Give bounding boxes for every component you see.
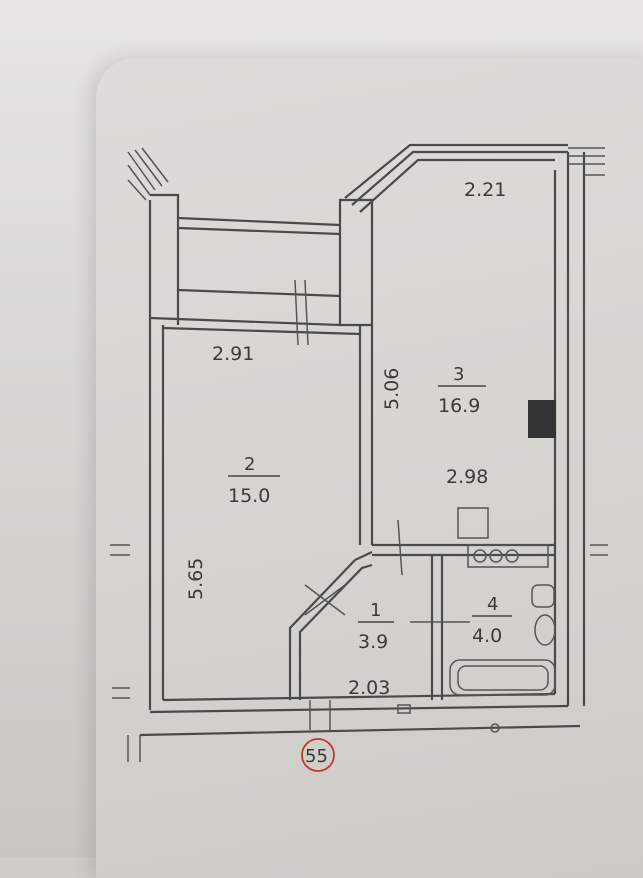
top-right-wall-3 [359, 158, 555, 213]
room-3-area: 16.9 [438, 395, 480, 417]
bottom-base-line [139, 724, 581, 737]
bathtub-inner [457, 665, 549, 691]
dim-hall-width: 2.03 [348, 677, 390, 699]
room-3-number: 3 [453, 364, 464, 385]
top-right-wall-2 [351, 150, 568, 206]
center-column [338, 198, 374, 327]
stove [467, 544, 549, 568]
balcony-left-column [150, 193, 180, 325]
floor-fixture [397, 704, 411, 714]
room-2-area: 15.0 [228, 485, 270, 507]
floor-plan: 2.21 2.91 5.06 5.65 2.98 2.03 3 16.9 2 1… [110, 143, 608, 772]
entry-door-swing [304, 584, 346, 616]
dim-top-left: 2.91 [212, 343, 254, 365]
balcony-rail-bottom [177, 226, 341, 236]
kitchen-door-mark [397, 519, 403, 576]
kitchen-appliance [457, 507, 489, 539]
balcony-floor-line [177, 288, 341, 298]
labels: 2.21 2.91 5.06 5.65 2.98 2.03 3 16.9 2 1… [185, 179, 512, 772]
room-1-number: 1 [370, 600, 381, 621]
dim-room2-height: 5.65 [185, 558, 207, 600]
bottom-wall-outer [149, 704, 569, 714]
fixtures [397, 400, 556, 733]
bathtub [449, 659, 556, 696]
hall-diagonal-wall-a [288, 551, 373, 700]
hall-diagonal-wall-b [298, 563, 373, 700]
entry-door-mark [309, 700, 331, 730]
left-hatch-marks [110, 544, 130, 699]
top-right-wall-1 [344, 143, 568, 199]
marker-circle [301, 738, 335, 772]
bottom-left-marks [127, 735, 141, 762]
stove-burner [473, 549, 487, 563]
room2-top-wall-b [162, 326, 361, 336]
right-hatch-marks [590, 544, 608, 556]
top-left-hatch [127, 147, 169, 201]
room2-top-wall-a [149, 316, 341, 327]
room-2-number: 2 [244, 454, 255, 475]
balcony-rail-top [177, 216, 341, 227]
marker-label: 55 [305, 746, 328, 767]
floor-fixture [490, 723, 500, 733]
sink [531, 584, 555, 608]
toilet [534, 614, 556, 646]
top-right-hatch [568, 147, 605, 176]
dim-room3-width: 2.98 [446, 466, 488, 488]
dim-top-right: 2.21 [464, 179, 506, 201]
walls [110, 143, 608, 762]
dim-room3-height: 5.06 [381, 368, 403, 410]
room-4-number: 4 [487, 594, 498, 615]
room-1-area: 3.9 [358, 631, 388, 653]
stove-burner [489, 549, 503, 563]
stove-burner [505, 549, 519, 563]
balcony-door-mark [294, 279, 309, 346]
room-4-area: 4.0 [472, 625, 502, 647]
paper-sheet [96, 58, 643, 878]
ventilation-shaft [528, 400, 556, 438]
